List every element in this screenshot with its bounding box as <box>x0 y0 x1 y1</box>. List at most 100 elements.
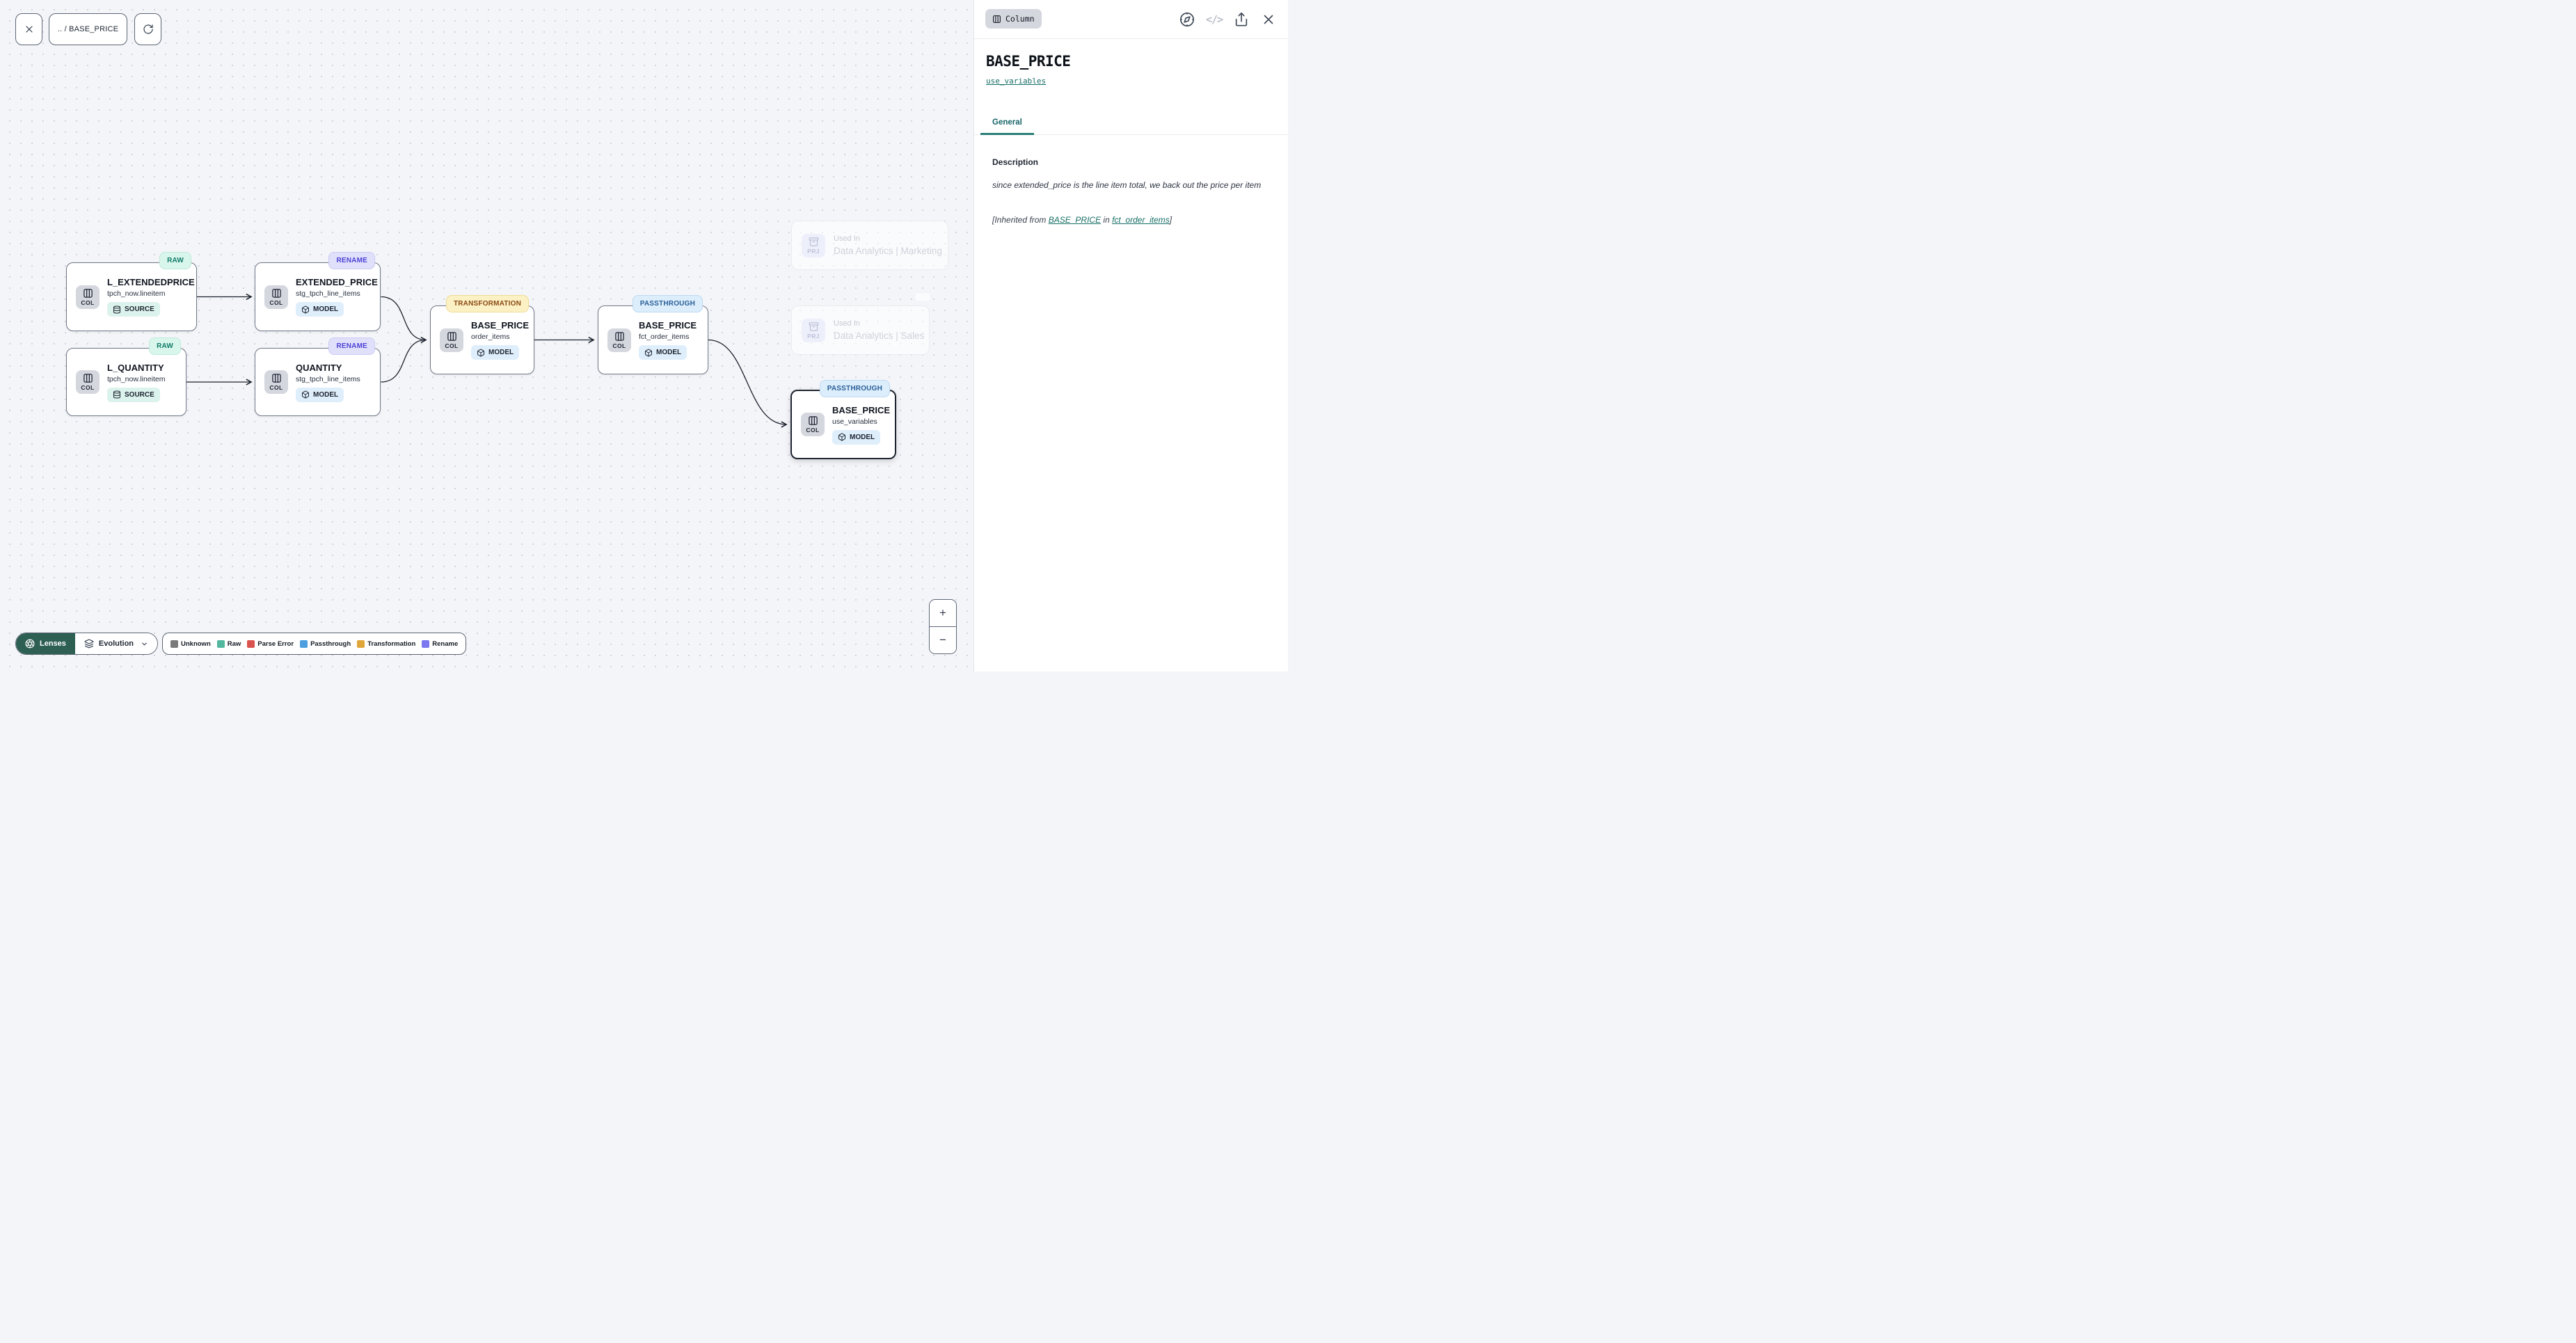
archive-icon <box>809 321 819 332</box>
model-badge: MODEL <box>639 345 687 360</box>
model-badge: MODEL <box>296 302 344 317</box>
lineage-node-extended-price[interactable]: RENAME COL EXTENDED_PRICE stg_tpch_line_… <box>255 252 381 331</box>
columns-icon <box>447 331 457 342</box>
panel-tabs: General <box>974 111 1288 135</box>
zoom-out-button[interactable]: − <box>930 627 956 653</box>
columns-icon <box>83 373 93 383</box>
model-link[interactable]: use_variables <box>986 77 1047 86</box>
legend-swatch <box>357 639 365 648</box>
lens-mode-dropdown[interactable]: Evolution <box>74 633 158 654</box>
legend-item: Raw <box>216 639 241 648</box>
compass-icon <box>1179 12 1195 27</box>
edge-type-badge: RENAME <box>328 252 375 269</box>
database-icon <box>113 305 121 314</box>
lineage-edge <box>381 296 427 344</box>
description-heading: Description <box>992 157 1039 167</box>
columns-icon <box>992 15 1001 24</box>
columns-icon <box>83 288 93 299</box>
share-icon <box>1234 12 1249 27</box>
model-badge: MODEL <box>296 387 344 402</box>
close-graph-button[interactable] <box>15 13 42 45</box>
share-button[interactable] <box>1233 11 1250 28</box>
close-icon <box>1261 12 1276 27</box>
node-subtitle: tpch_now.lineitem <box>107 289 166 298</box>
column-chip: COL <box>264 370 288 394</box>
lenses-control: Lenses Evolution <box>15 633 159 655</box>
lineage-edge <box>708 339 788 428</box>
lineage-node-base-price-fct-order-items[interactable]: PASSTHROUGH COL BASE_PRICE fct_order_ite… <box>598 295 708 374</box>
used-in-name: Data Analytics | Sales <box>834 331 925 341</box>
column-chip: COL <box>440 328 463 352</box>
used-in-card-sales[interactable]: PRJ Used In Data Analytics | Sales <box>791 305 930 355</box>
layers-icon <box>84 639 94 649</box>
model-badge: MODEL <box>471 345 520 360</box>
lineage-edge <box>381 339 427 383</box>
legend-item: Parse Error <box>247 639 294 648</box>
lenses-button[interactable]: Lenses <box>16 633 75 654</box>
used-in-card-marketing[interactable]: PRJ Used In Data Analytics | Marketing <box>791 221 948 270</box>
view-code-button[interactable]: </> <box>1205 13 1223 26</box>
page-title: BASE_PRICE <box>986 53 1071 70</box>
zoom-in-button[interactable]: + <box>930 600 956 626</box>
aperture-icon <box>25 639 35 649</box>
lineage-node-l-quantity[interactable]: RAW COL L_QUANTITY tpch_now.lineitem SOU… <box>66 337 186 416</box>
cube-icon <box>477 349 485 357</box>
node-subtitle: use_variables <box>832 417 877 426</box>
lineage-node-base-price-order-items[interactable]: TRANSFORMATION COL BASE_PRICE order_item… <box>430 295 534 374</box>
breadcrumb[interactable]: .. / BASE_PRICE <box>49 13 127 45</box>
source-badge: SOURCE <box>107 387 160 402</box>
edge-type-badge: PASSTHROUGH <box>819 380 890 397</box>
lineage-canvas[interactable]: .. / BASE_PRICE PRJ Used In Data Analyti… <box>0 0 973 672</box>
legend-swatch <box>216 639 225 648</box>
legend-swatch <box>170 639 178 648</box>
edge-type-badge: PASSTHROUGH <box>632 295 703 312</box>
column-chip: COL <box>264 285 288 309</box>
legend-swatch <box>247 639 255 648</box>
node-title: BASE_PRICE <box>471 320 530 331</box>
detail-panel: Column </> BASE_PRICE use_variables Gene… <box>973 0 1288 672</box>
close-icon <box>24 24 35 35</box>
node-subtitle: tpch_now.lineitem <box>107 374 166 383</box>
cube-icon <box>644 349 653 357</box>
breadcrumb-label: .. / BASE_PRICE <box>57 25 119 33</box>
entity-type-badge: Column <box>985 9 1042 29</box>
legend-item: Rename <box>422 639 458 648</box>
lineage-node-base-price-use-variables[interactable]: PASSTHROUGH COL BASE_PRICE use_variables… <box>790 380 896 459</box>
refresh-button[interactable] <box>134 13 161 45</box>
project-chip: PRJ <box>802 318 825 342</box>
legend-item: Passthrough <box>300 639 351 648</box>
lens-legend: Unknown Raw Parse Error Passthrough Tran… <box>162 633 467 655</box>
refresh-icon <box>143 24 154 35</box>
node-title: L_EXTENDEDPRICE <box>107 277 195 287</box>
node-title: L_QUANTITY <box>107 362 164 373</box>
cube-icon <box>301 390 310 399</box>
zoom-controls: + − <box>929 599 957 654</box>
legend-swatch <box>422 639 430 648</box>
inherited-model-link[interactable]: fct_order_items <box>1112 215 1170 225</box>
tab-general[interactable]: General <box>980 111 1034 135</box>
node-title: BASE_PRICE <box>639 320 697 331</box>
node-subtitle: fct_order_items <box>639 333 690 341</box>
ghost-badge <box>914 292 931 302</box>
used-in-label: Used In <box>834 235 860 243</box>
lineage-node-quantity[interactable]: RENAME COL QUANTITY stg_tpch_line_items … <box>255 337 381 416</box>
cube-icon <box>838 433 846 441</box>
chevron-down-icon <box>141 640 148 648</box>
used-in-name: Data Analytics | Marketing <box>834 246 942 256</box>
columns-icon <box>614 331 625 342</box>
lineage-node-l-extendedprice[interactable]: RAW COL L_EXTENDEDPRICE tpch_now.lineite… <box>66 252 197 331</box>
legend-item: Transformation <box>357 639 415 648</box>
node-subtitle: order_items <box>471 333 510 341</box>
source-badge: SOURCE <box>107 302 160 317</box>
model-badge: MODEL <box>832 429 881 445</box>
explore-compass-button[interactable] <box>1179 11 1195 28</box>
project-chip: PRJ <box>802 233 825 257</box>
zoom-divider <box>930 626 956 627</box>
close-panel-button[interactable] <box>1260 11 1277 28</box>
edge-type-badge: RAW <box>159 252 191 269</box>
description-text: since extended_price is the line item to… <box>992 180 1262 190</box>
legend-item: Unknown <box>170 639 211 648</box>
inherited-column-link[interactable]: BASE_PRICE <box>1048 215 1102 225</box>
edge-type-badge: TRANSFORMATION <box>445 295 529 312</box>
node-title: EXTENDED_PRICE <box>296 277 378 287</box>
